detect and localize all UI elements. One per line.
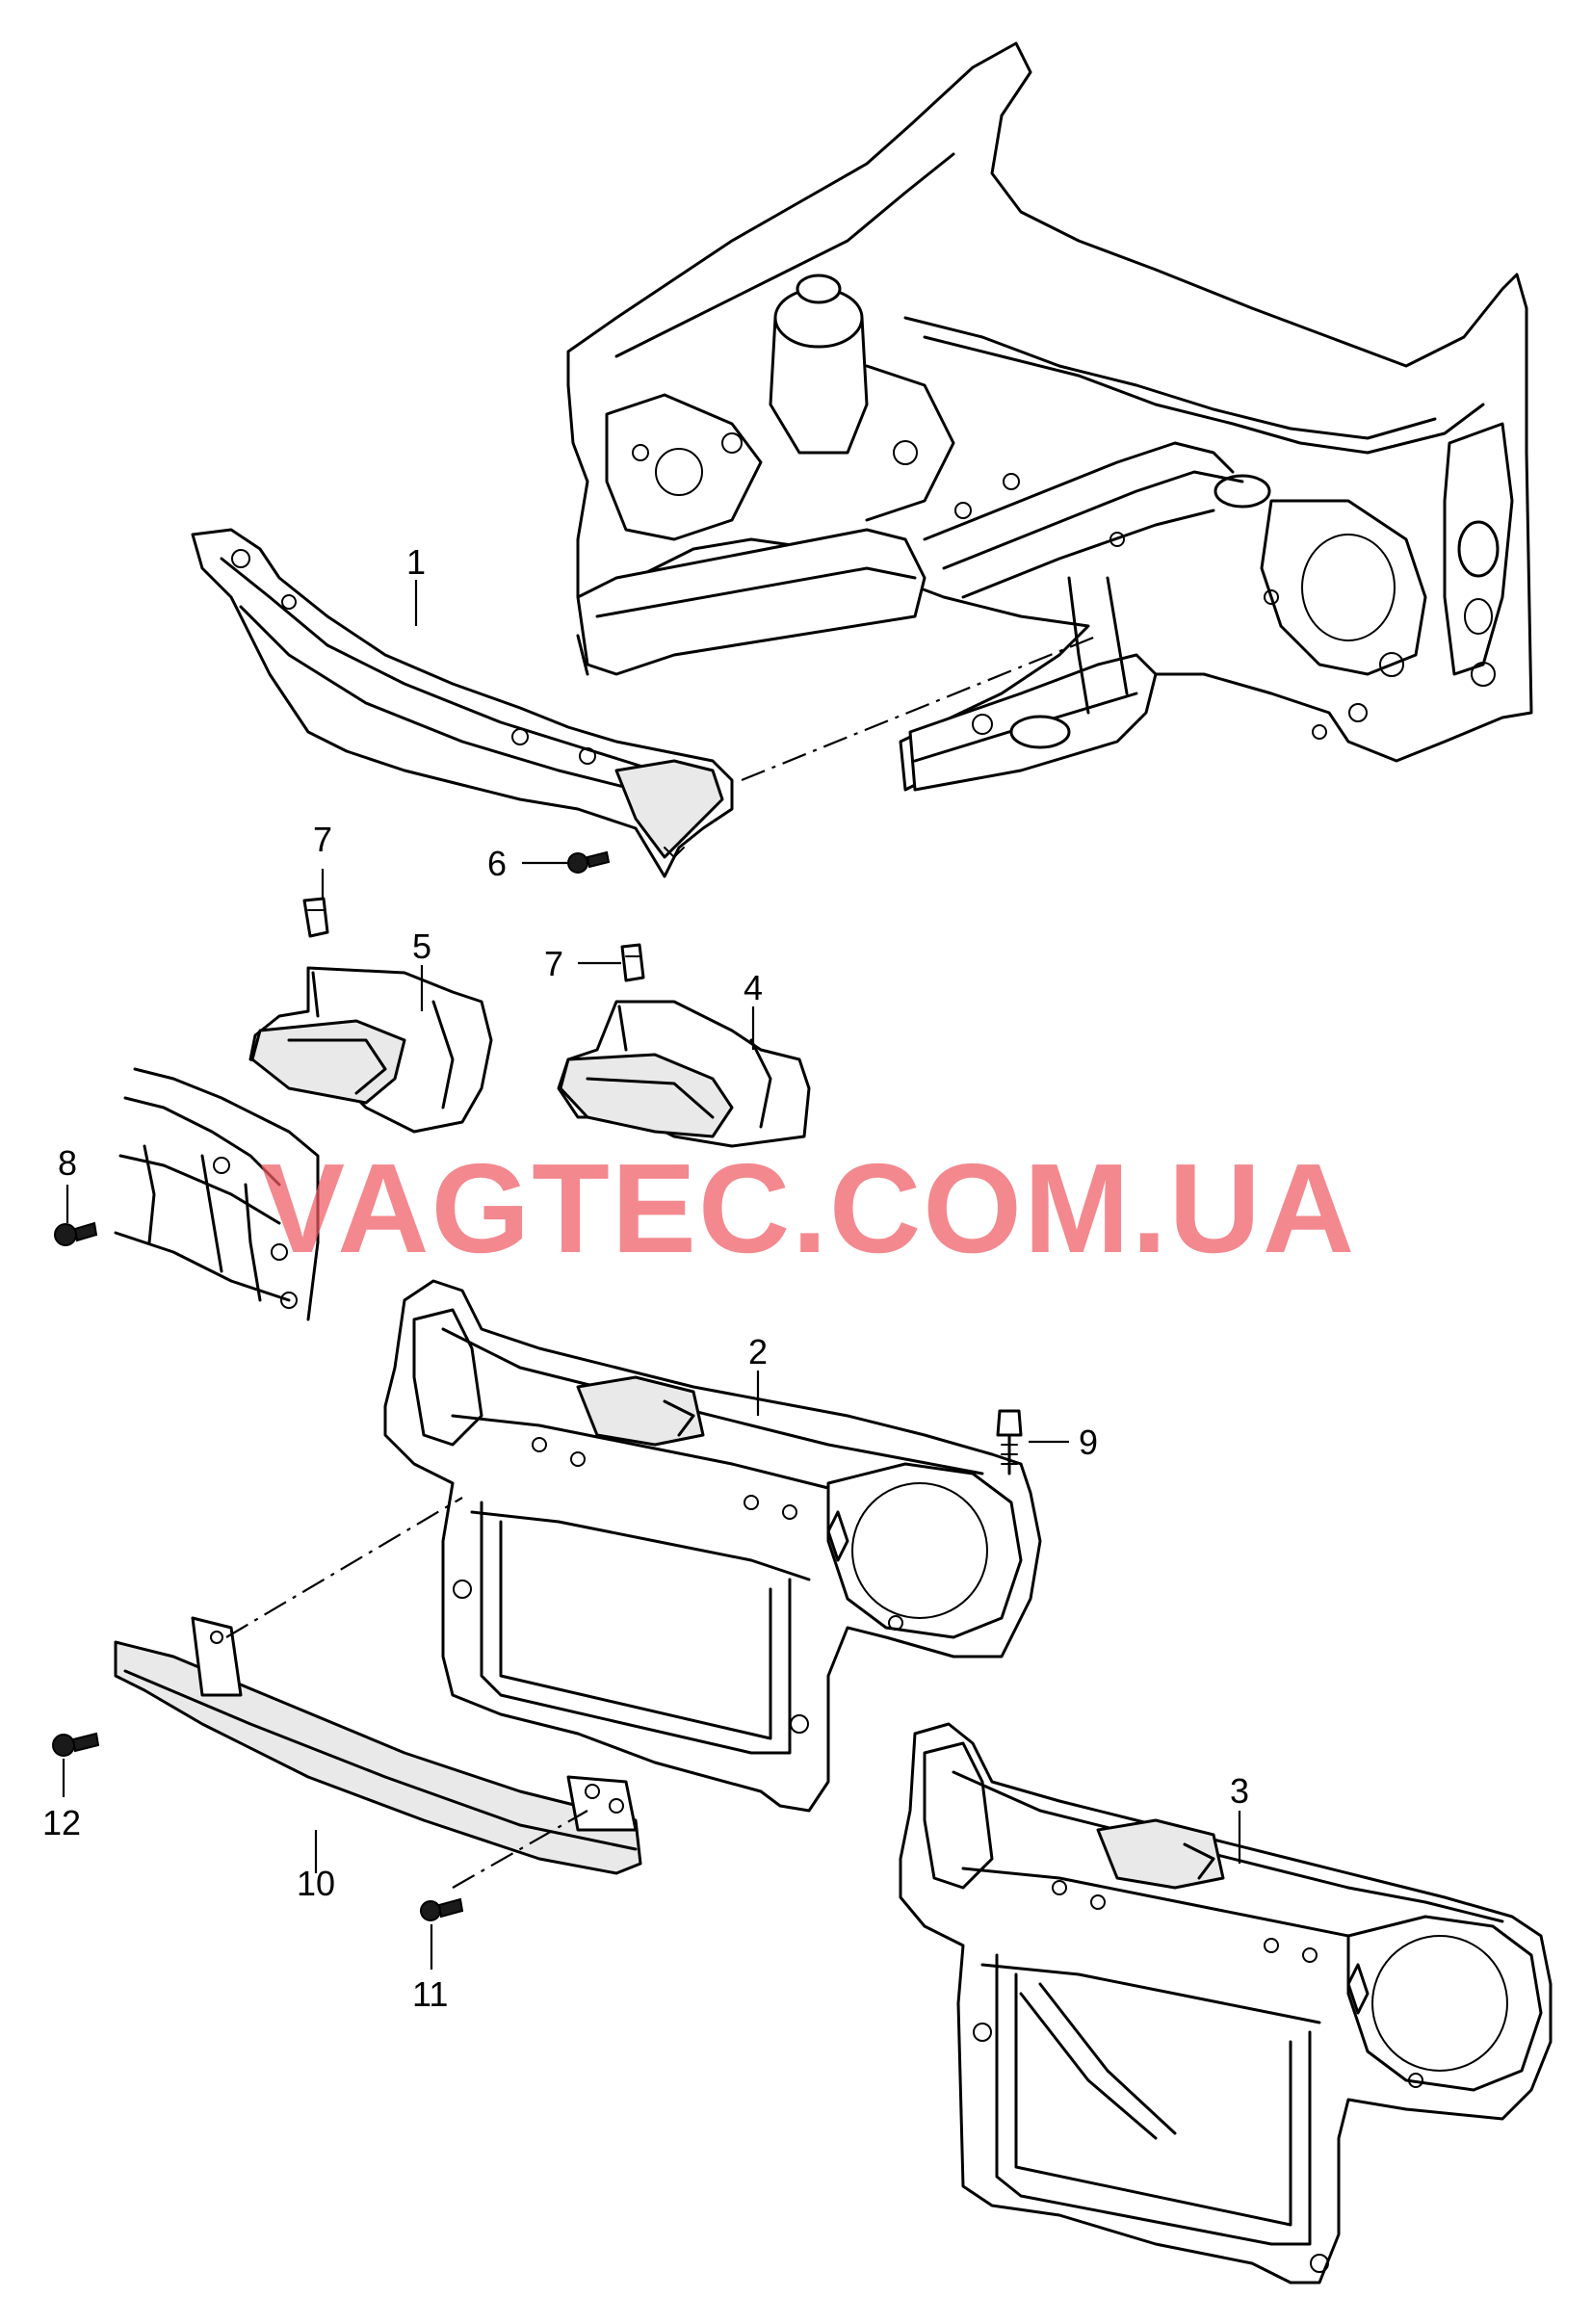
leader-lines bbox=[62, 580, 1241, 1970]
part-3-front-carrier-variant bbox=[899, 1722, 1553, 2285]
callout-labels: 1 2 3 4 5 6 7 7 8 9 10 11 12 bbox=[42, 542, 1249, 2014]
part-8-screw bbox=[54, 1221, 98, 1246]
part-7a-clip bbox=[302, 897, 329, 938]
callout-4: 4 bbox=[744, 968, 763, 1007]
callout-8: 8 bbox=[58, 1143, 77, 1183]
part-4-air-duct-right bbox=[557, 1000, 811, 1148]
callout-9: 9 bbox=[1079, 1423, 1098, 1462]
callout-3: 3 bbox=[1230, 1771, 1249, 1811]
callout-11: 11 bbox=[412, 1974, 448, 2014]
part-1-cross-member bbox=[191, 528, 734, 878]
callout-6: 6 bbox=[487, 844, 507, 883]
reference-carrier-detail bbox=[114, 1067, 320, 1321]
part-6-bolt bbox=[567, 850, 611, 874]
callout-2: 2 bbox=[748, 1332, 768, 1371]
callout-12: 12 bbox=[42, 1803, 81, 1842]
callout-10: 10 bbox=[297, 1864, 335, 1903]
watermark-text: VAGTEC.COM.UA bbox=[260, 1137, 1356, 1279]
part-5-air-duct-left bbox=[248, 966, 493, 1134]
part-12-screw bbox=[52, 1732, 100, 1757]
callout-1: 1 bbox=[406, 542, 426, 582]
callout-7a: 7 bbox=[313, 820, 332, 859]
part-11-screw bbox=[420, 1897, 464, 1921]
part-10-bumper-bar bbox=[114, 1616, 642, 1875]
callout-5: 5 bbox=[412, 927, 431, 966]
part-2-front-carrier bbox=[383, 1279, 1042, 1813]
assembly-lines bbox=[225, 634, 1099, 1889]
part-9-bolt bbox=[996, 1409, 1023, 1475]
part-7b-clip bbox=[620, 943, 645, 982]
vehicle-front-body bbox=[566, 41, 1533, 792]
callout-7b: 7 bbox=[544, 944, 563, 983]
